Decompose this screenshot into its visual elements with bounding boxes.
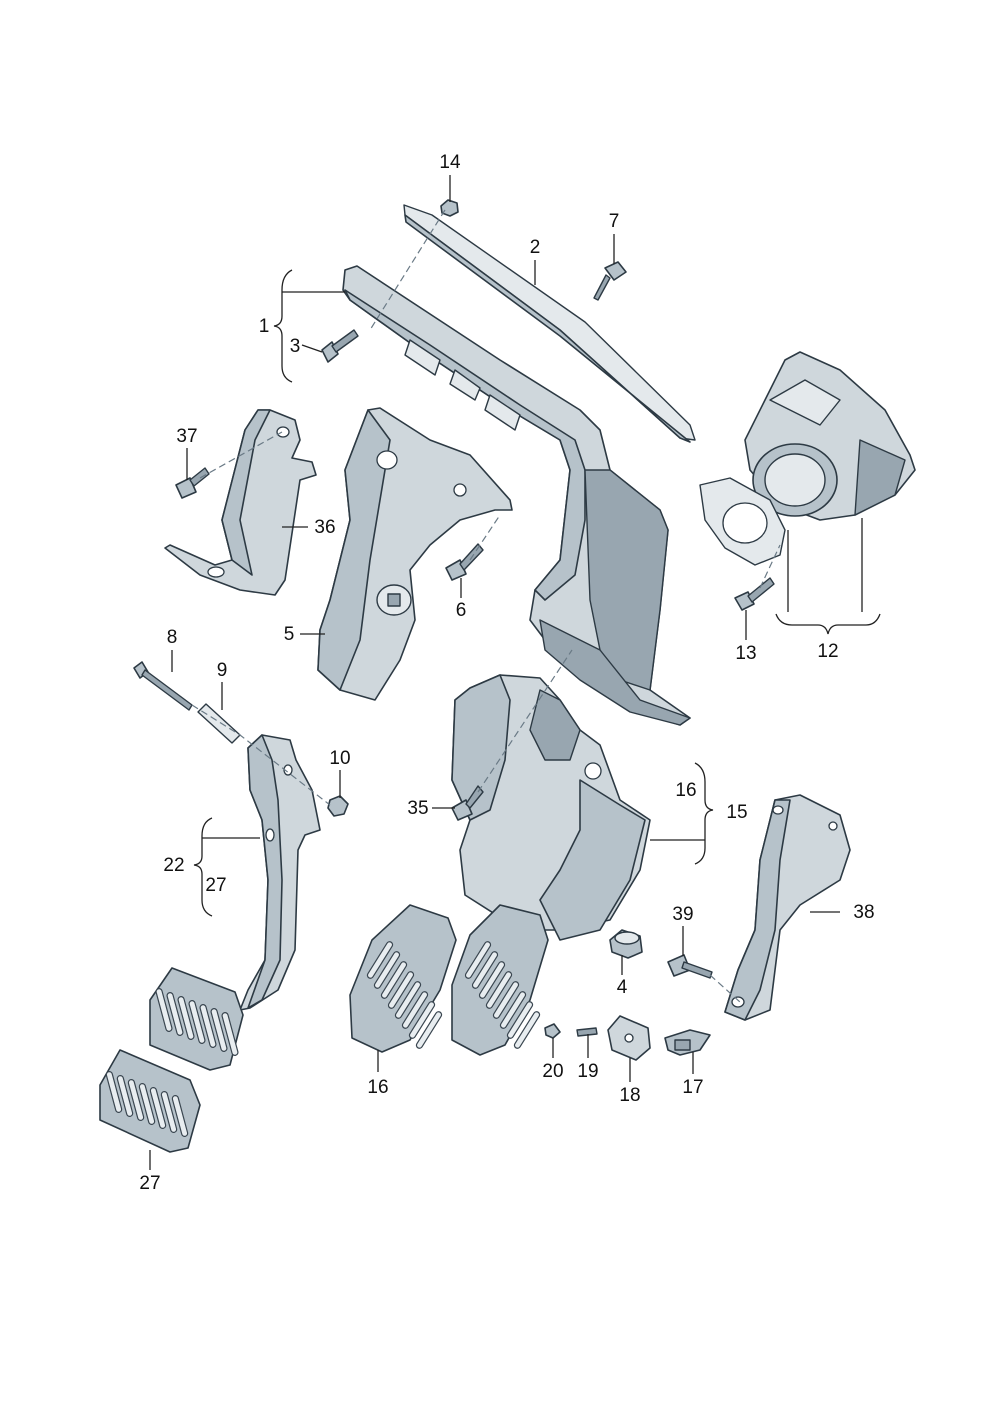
pad-grip-slot bbox=[485, 971, 513, 1009]
pad-grip-slot bbox=[492, 981, 520, 1019]
part-12-housing bbox=[744, 351, 916, 521]
pad-grip-slot bbox=[188, 1000, 206, 1044]
part-1-pedal-bracket bbox=[342, 265, 691, 726]
pad-grip-slot bbox=[366, 941, 394, 979]
assembly-lines bbox=[191, 209, 781, 1003]
pad-grip-slot bbox=[166, 992, 184, 1036]
leader-lines bbox=[149, 175, 881, 1170]
callout-20: 20 bbox=[542, 1061, 563, 1082]
callout-3: 3 bbox=[290, 336, 301, 357]
part-36-bracket bbox=[164, 409, 317, 596]
pad-grip-slot bbox=[408, 1001, 436, 1039]
part-38-heat-shield bbox=[724, 794, 851, 1021]
callout-19: 19 bbox=[577, 1061, 598, 1082]
callout-7: 7 bbox=[609, 211, 620, 232]
callout-13: 13 bbox=[735, 643, 756, 664]
callout-6: 6 bbox=[456, 600, 467, 621]
part-9-sleeve bbox=[197, 703, 241, 744]
pad-grip-slot bbox=[513, 1011, 541, 1049]
pad-grip-slot bbox=[177, 996, 195, 1040]
part-16-pedal-pad-loose bbox=[349, 904, 457, 1053]
part-5-support-bracket bbox=[317, 407, 513, 701]
part-27-pedal-pad-lower bbox=[99, 1049, 201, 1153]
pad-grip-slot bbox=[373, 951, 401, 989]
callout-1: 1 bbox=[259, 316, 270, 337]
callout-12: 12 bbox=[817, 641, 838, 662]
callout-22: 22 bbox=[163, 855, 184, 876]
part-39-screw bbox=[667, 954, 713, 979]
callout-10: 10 bbox=[329, 748, 350, 769]
part-12-gasket bbox=[699, 477, 786, 566]
callout-16-pad: 16 bbox=[367, 1077, 388, 1098]
pad-grip-slot bbox=[155, 988, 173, 1032]
callout-15: 15 bbox=[726, 802, 747, 823]
pad-grip-slot bbox=[506, 1001, 534, 1039]
callout-35: 35 bbox=[407, 798, 428, 819]
pad-grip-slot bbox=[394, 981, 422, 1019]
part-14-nut bbox=[440, 199, 459, 217]
callout-27-pad: 27 bbox=[139, 1173, 160, 1194]
part-15-accelerator-module bbox=[451, 674, 651, 941]
pad-grip-slot bbox=[478, 961, 506, 999]
pad-grip-slot bbox=[415, 1011, 443, 1049]
part-2-cover-plate bbox=[403, 204, 696, 443]
pad-grip-slot bbox=[171, 1095, 189, 1137]
part-22-clutch-pedal bbox=[239, 734, 321, 1011]
callout-labels: 14 2 7 1 3 37 36 6 5 13 12 8 9 10 16 15 … bbox=[139, 152, 874, 1194]
part-18-bracket bbox=[607, 1015, 651, 1061]
part-27-pedal-pad-upper bbox=[149, 967, 244, 1071]
pad-grip-slot bbox=[199, 1004, 217, 1048]
pad-grip-slot bbox=[471, 951, 499, 989]
callout-5: 5 bbox=[284, 624, 295, 645]
callout-14: 14 bbox=[439, 152, 461, 173]
part-10-nut bbox=[327, 795, 349, 817]
callout-16-bracket: 16 bbox=[675, 780, 696, 801]
part-37-screw bbox=[175, 467, 210, 499]
pad-grip-slot bbox=[387, 971, 415, 1009]
callout-8: 8 bbox=[167, 627, 178, 648]
part-8-bolt bbox=[133, 661, 193, 711]
pad-grip-slot bbox=[210, 1008, 228, 1052]
callout-18: 18 bbox=[619, 1085, 640, 1106]
pad-grip-slot bbox=[149, 1087, 167, 1129]
part-17-switch bbox=[664, 1029, 711, 1056]
part-4-stop-cap bbox=[609, 929, 643, 959]
pad-grip-slot bbox=[116, 1075, 134, 1117]
pad-grip-slot bbox=[138, 1083, 156, 1125]
pad-grip-slot bbox=[105, 1071, 123, 1113]
part-16-pedal-pad-mounted bbox=[451, 904, 549, 1056]
callout-4: 4 bbox=[617, 977, 628, 998]
callout-17: 17 bbox=[682, 1077, 703, 1098]
callout-2: 2 bbox=[530, 237, 541, 258]
pad-grip-slot bbox=[464, 941, 492, 979]
pad-grip-slot bbox=[221, 1012, 239, 1056]
pad-grip-slot bbox=[160, 1091, 178, 1133]
pad-grip-slot bbox=[127, 1079, 145, 1121]
callout-39: 39 bbox=[672, 904, 693, 925]
part-13-screw bbox=[734, 577, 775, 611]
callout-38: 38 bbox=[853, 902, 874, 923]
callout-37: 37 bbox=[176, 426, 197, 447]
part-3-screw bbox=[321, 329, 359, 363]
part-7-screw bbox=[593, 261, 627, 301]
callout-9: 9 bbox=[217, 660, 228, 681]
callout-36: 36 bbox=[314, 517, 335, 538]
callout-27-bracket: 27 bbox=[205, 875, 226, 896]
pad-grip-slot bbox=[401, 991, 429, 1029]
part-20-cap bbox=[544, 1023, 561, 1039]
part-19-screw bbox=[576, 1027, 598, 1037]
pad-grip-slot bbox=[380, 961, 408, 999]
pad-grip-slot bbox=[499, 991, 527, 1029]
